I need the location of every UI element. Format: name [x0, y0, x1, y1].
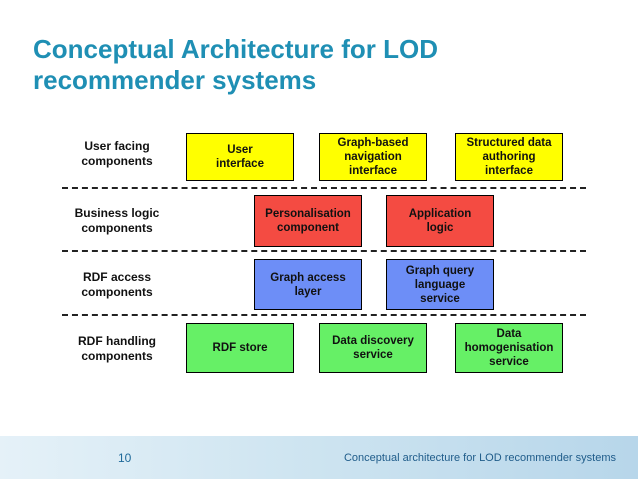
- box-text: RDF store: [212, 342, 268, 354]
- box-user-interface: User interface: [186, 133, 294, 181]
- box-text: authoring: [482, 151, 536, 163]
- box-rdf-store: RDF store: [186, 323, 294, 373]
- layer-label-line: components: [81, 349, 153, 363]
- box-text: service: [353, 349, 393, 361]
- box-text: homogenisation: [464, 342, 554, 354]
- box-data-discovery-service: Data discovery service: [319, 323, 427, 373]
- page-number: 10: [118, 451, 132, 465]
- layer-label-line: components: [81, 285, 153, 299]
- box-text: interface: [349, 165, 397, 177]
- slide-footer: 10 Conceptual architecture for LOD recom…: [0, 436, 638, 479]
- box-text: navigation: [344, 151, 402, 163]
- box-text: service: [420, 292, 460, 305]
- box-text: User: [227, 144, 253, 156]
- box-text: Data: [496, 328, 522, 340]
- box-text: service: [489, 356, 529, 368]
- box-text: layer: [294, 285, 322, 298]
- box-text: Graph query: [405, 264, 475, 277]
- footer-caption: Conceptual architecture for LOD recommen…: [343, 452, 616, 464]
- slide-title: Conceptual Architecture for LOD recommen…: [33, 34, 593, 96]
- box-text: interface: [216, 158, 264, 170]
- layer-label-business-logic: Business logic components: [62, 206, 172, 236]
- layer-label-user-facing: User facing components: [62, 139, 172, 169]
- layer-label-line: RDF access: [82, 270, 152, 284]
- box-application-logic: Application logic: [386, 195, 494, 247]
- box-graph-query-language-service: Graph query language service: [386, 259, 494, 310]
- layer-label-line: components: [81, 221, 153, 235]
- layer-label-line: User facing: [84, 139, 150, 153]
- layer-label-line: components: [81, 154, 153, 168]
- layer-separator: [62, 250, 586, 252]
- layer-label-rdf-access: RDF access components: [62, 270, 172, 300]
- slide-title-line: Conceptual Architecture for LOD: [33, 34, 438, 64]
- box-structured-data-authoring-interface: Structured data authoring interface: [455, 133, 563, 181]
- layer-label-rdf-handling: RDF handling components: [62, 334, 172, 364]
- box-text: Graph access: [270, 271, 346, 284]
- box-text: language: [414, 278, 466, 291]
- box-personalisation-component: Personalisation component: [254, 195, 362, 247]
- box-text: Personalisation: [265, 208, 351, 220]
- box-text: interface: [485, 165, 533, 177]
- layer-label-line: RDF handling: [78, 334, 156, 348]
- box-text: component: [277, 222, 339, 234]
- box-text: Application: [408, 208, 472, 220]
- box-data-homogenisation-service: Data homogenisation service: [455, 323, 563, 373]
- layer-separator: [62, 314, 586, 316]
- box-text: Graph-based: [337, 137, 409, 149]
- layer-label-line: Business logic: [74, 206, 160, 220]
- layer-separator: [62, 187, 586, 189]
- box-text: Structured data: [466, 137, 552, 149]
- box-text: Data discovery: [332, 335, 414, 347]
- box-graph-based-navigation-interface: Graph-based navigation interface: [319, 133, 427, 181]
- box-graph-access-layer: Graph access layer: [254, 259, 362, 310]
- slide-title-line: recommender systems: [33, 65, 317, 95]
- box-text: logic: [426, 222, 454, 234]
